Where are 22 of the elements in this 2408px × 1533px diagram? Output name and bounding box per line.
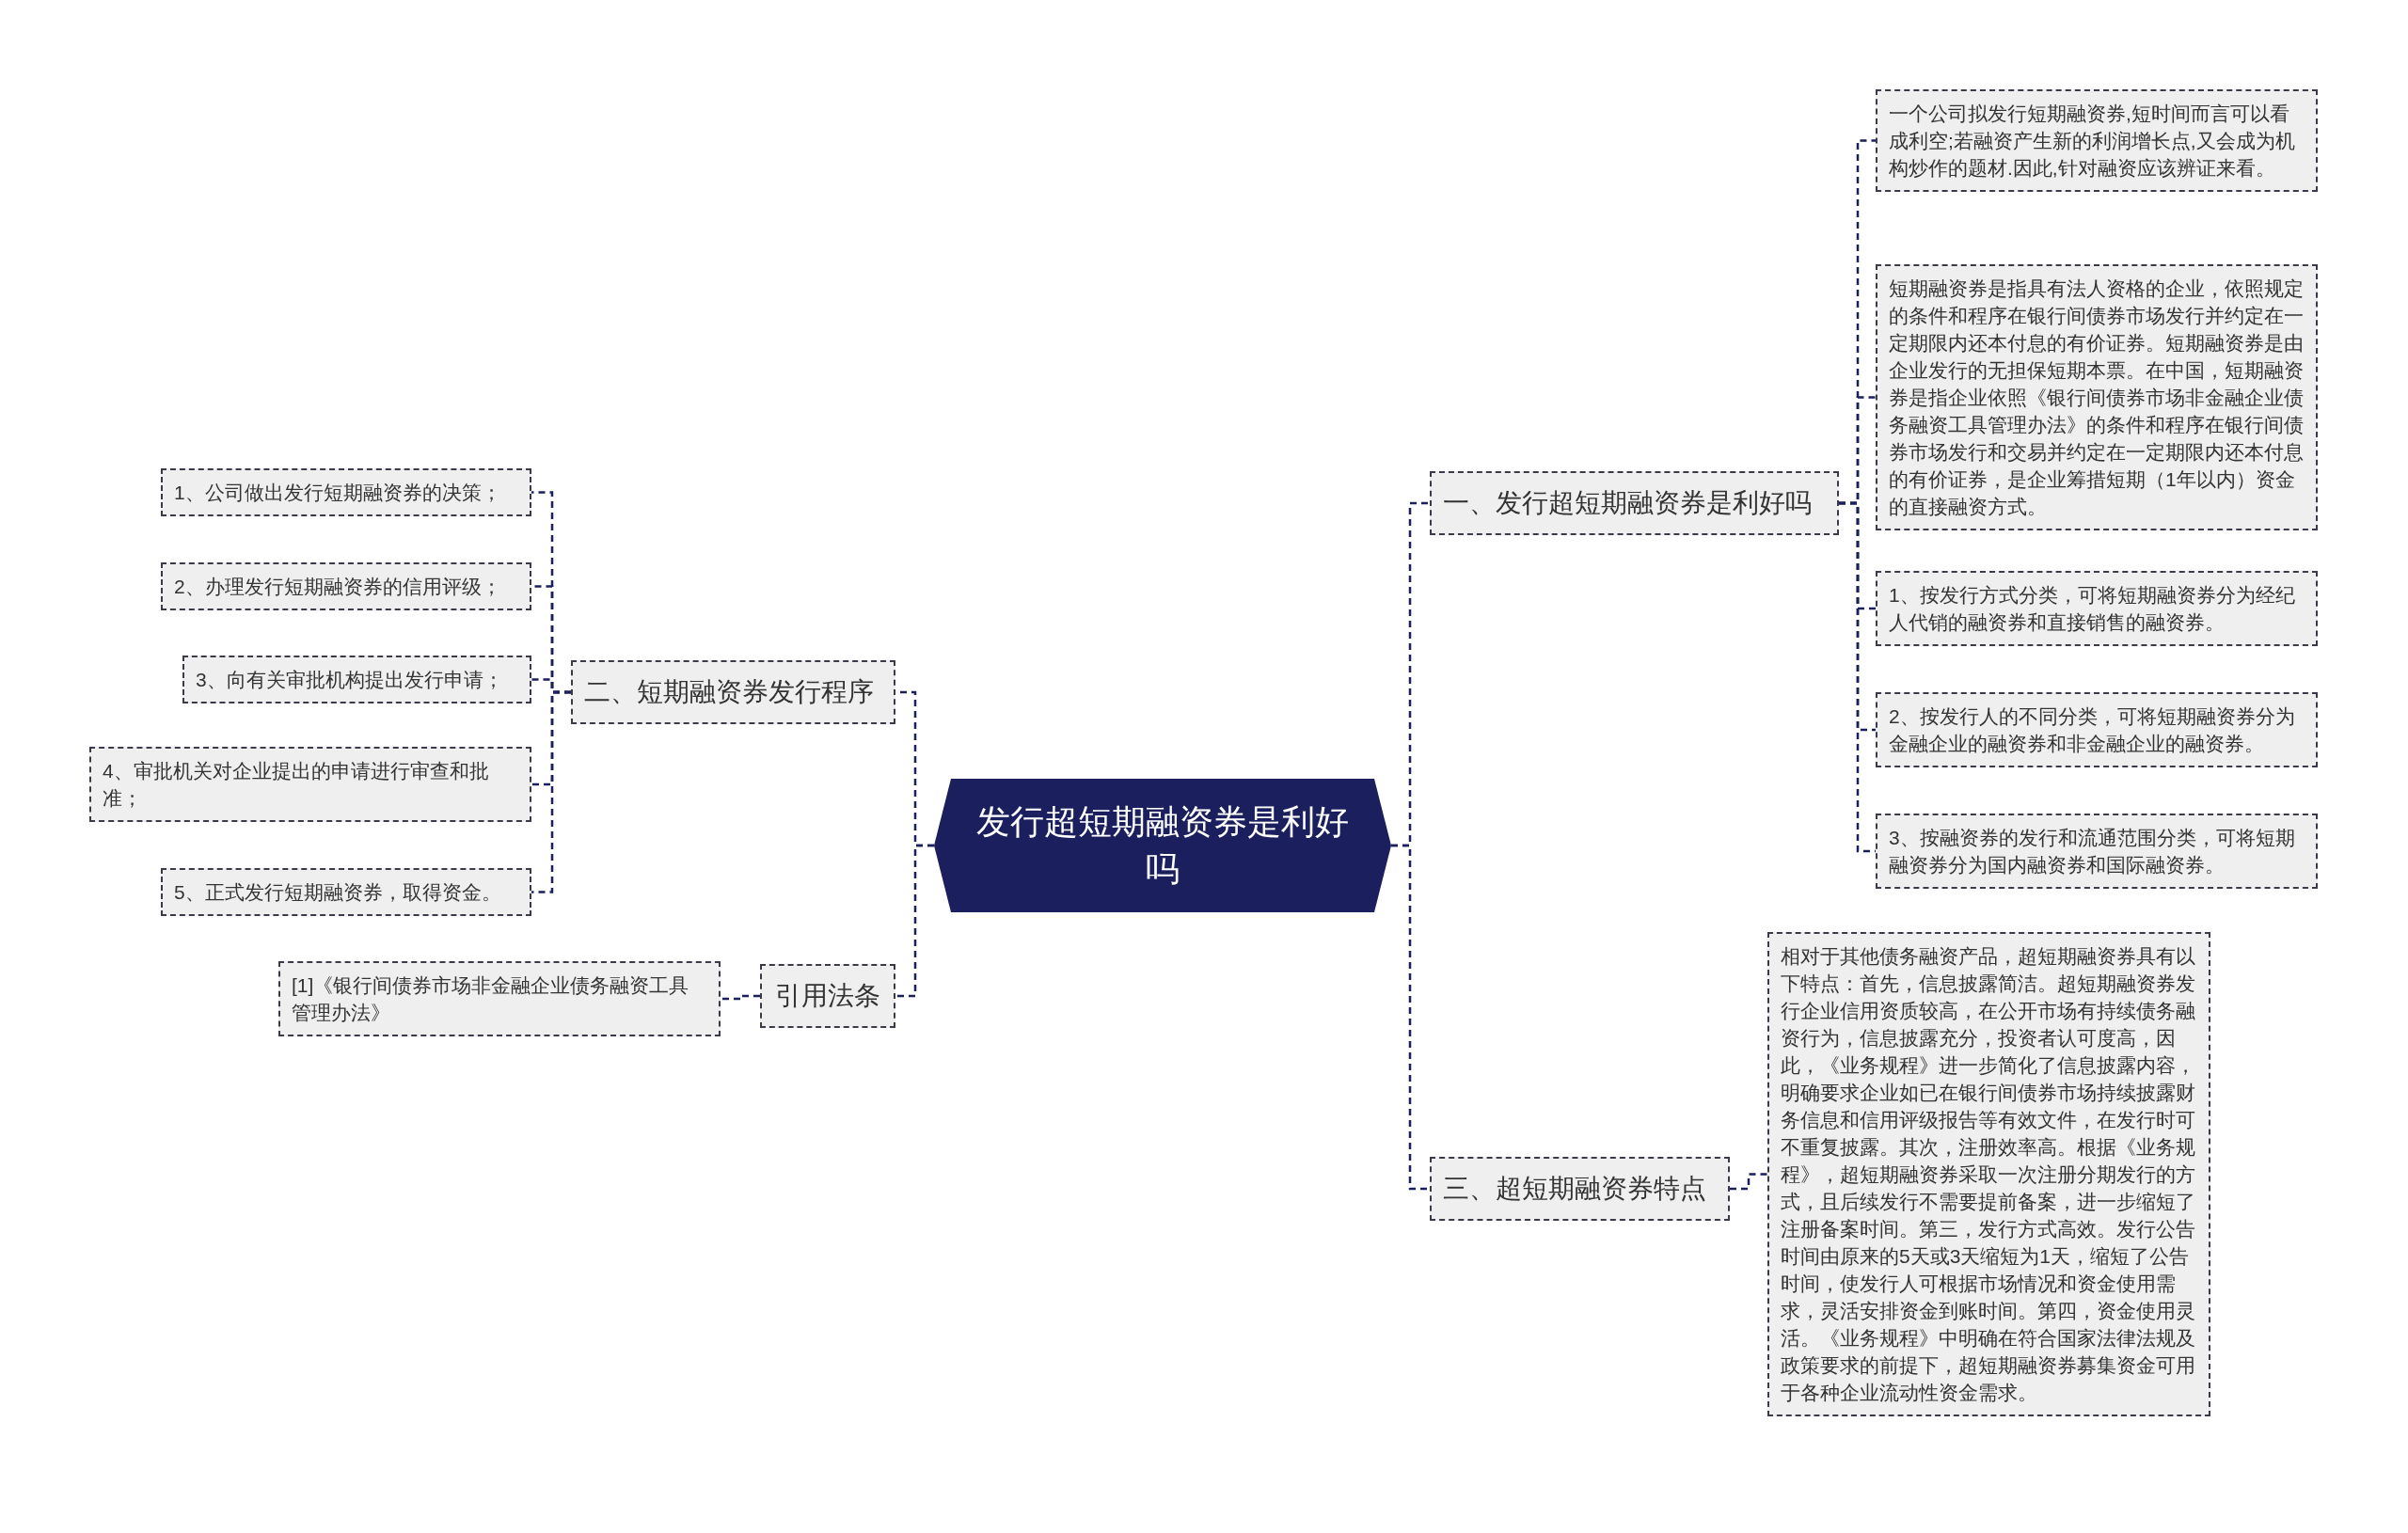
- note-box: 相对于其他债务融资产品，超短期融资券具有以下特点：首先，信息披露简洁。超短期融资券发行企业信用资质较高，在公开市场有持续债务融资行为，信息披露充分，投资者认可度高，因此，《业务规程》进一步简化了信息披露内容，明确要求企业如已在银行间债券市场持续披露财务信息和信用评级报告等有效文件，在发行时可不重复披露。其次，注册效率高。根据《业务规程》，超短期融资券采取一次注册分期发行的方式，且后续发行不需要提前备案，进一步缩短了注册备案时间。第三，发行方式高效。发行公告时间由原来的5天或3天缩短为1天，缩短了公告时间，使发行人可根据市场情况和资金使用需求，灵活安排资金到账时间。第四，资金使用灵活。《业务规程》中明确在符合国家法律法规及政策要求的前提下，超短期融资券募集资金可用于各种企业流动性资金需求。: [1767, 932, 2210, 1416]
- connector-line: [1391, 844, 1430, 1191]
- connector-line: [1730, 1173, 1767, 1191]
- connector-line: [721, 994, 760, 1001]
- central-topic: 发行超短期融资券是利好吗: [934, 779, 1391, 912]
- note-box: 4、审批机关对企业提出的申请进行审查和批准；: [89, 747, 531, 822]
- note-box: 5、正式发行短期融资券，取得资金。: [161, 868, 531, 916]
- note-box: 一个公司拟发行短期融资券,短时间而言可以看成利空;若融资产生新的利润增长点,又会成为机构炒作的题材.因此,针对融资应该辨证来看。: [1876, 89, 2318, 192]
- note-box: 2、办理发行短期融资券的信用评级；: [161, 562, 531, 610]
- topic-box: 引用法条: [760, 964, 895, 1028]
- topic-box: 一、发行超短期融资券是利好吗: [1430, 471, 1839, 535]
- note-box: 短期融资券是指具有法人资格的企业，依照规定的条件和程序在银行间债券市场发行并约定在一定期限内还本付息的有价证券。短期融资券是由企业发行的无担保短期本票。在中国，短期融资券是指企业依照《银行间债券市场非金融企业债务融资工具管理办法》的条件和程序在银行间债券市场发行和交易并约定在一定期限内还本付息的有价证券，是企业筹措短期（1年以内）资金的直接融资方式。: [1876, 264, 2318, 530]
- note-box: [1]《银行间债券市场非金融企业债务融资工具管理办法》: [278, 961, 721, 1036]
- note-box: 3、按融资券的发行和流通范围分类，可将短期融资券分为国内融资券和国际融资券。: [1876, 814, 2318, 889]
- topic-box: 三、超短期融资券特点: [1430, 1157, 1730, 1221]
- note-box: 3、向有关审批机构提出发行申请；: [182, 656, 531, 703]
- topic-box: 二、短期融资券发行程序: [571, 660, 895, 724]
- note-box: 2、按发行人的不同分类，可将短期融资券分为金融企业的融资券和非金融企业的融资券。: [1876, 692, 2318, 767]
- note-box: 1、按发行方式分类，可将短期融资券分为经纪人代销的融资券和直接销售的融资券。: [1876, 571, 2318, 646]
- connector-line: [895, 844, 934, 998]
- connector-line: [531, 690, 571, 893]
- note-box: 1、公司做出发行短期融资券的决策；: [161, 468, 531, 516]
